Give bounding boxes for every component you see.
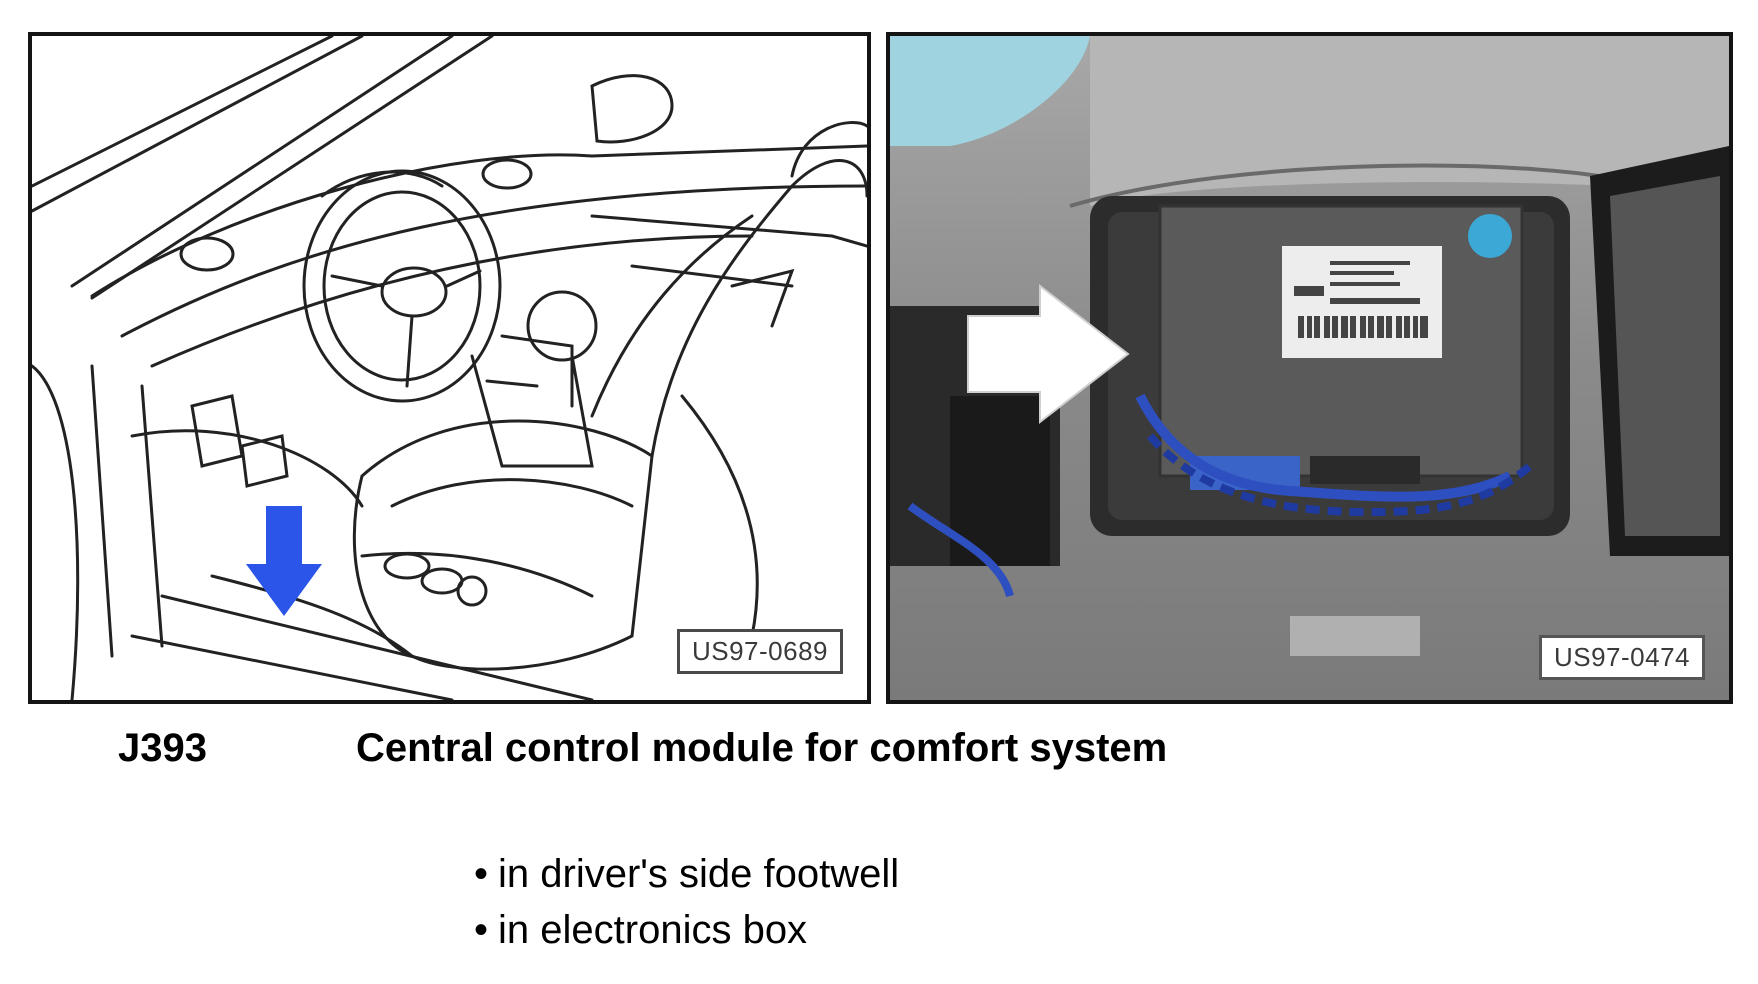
list-item: in driver's side footwell <box>474 846 899 902</box>
figure-label: US97-0689 <box>676 629 843 674</box>
footwell-line-art <box>32 36 867 700</box>
list-item: in electronics box <box>474 902 899 958</box>
figure-label: US97-0474 <box>1538 635 1705 680</box>
footwell-drawing: US97-0689 <box>28 32 871 704</box>
component-name: Central control module for comfort syste… <box>356 726 1168 770</box>
component-code: J393 <box>118 726 207 770</box>
electronics-box-photo: US97-0474 <box>886 32 1733 704</box>
electronics-box-illustration <box>890 36 1729 700</box>
location-list: in driver's side footwell in electronics… <box>474 846 899 958</box>
arrow-down-icon <box>246 506 322 616</box>
arrow-right-icon <box>967 283 1130 425</box>
